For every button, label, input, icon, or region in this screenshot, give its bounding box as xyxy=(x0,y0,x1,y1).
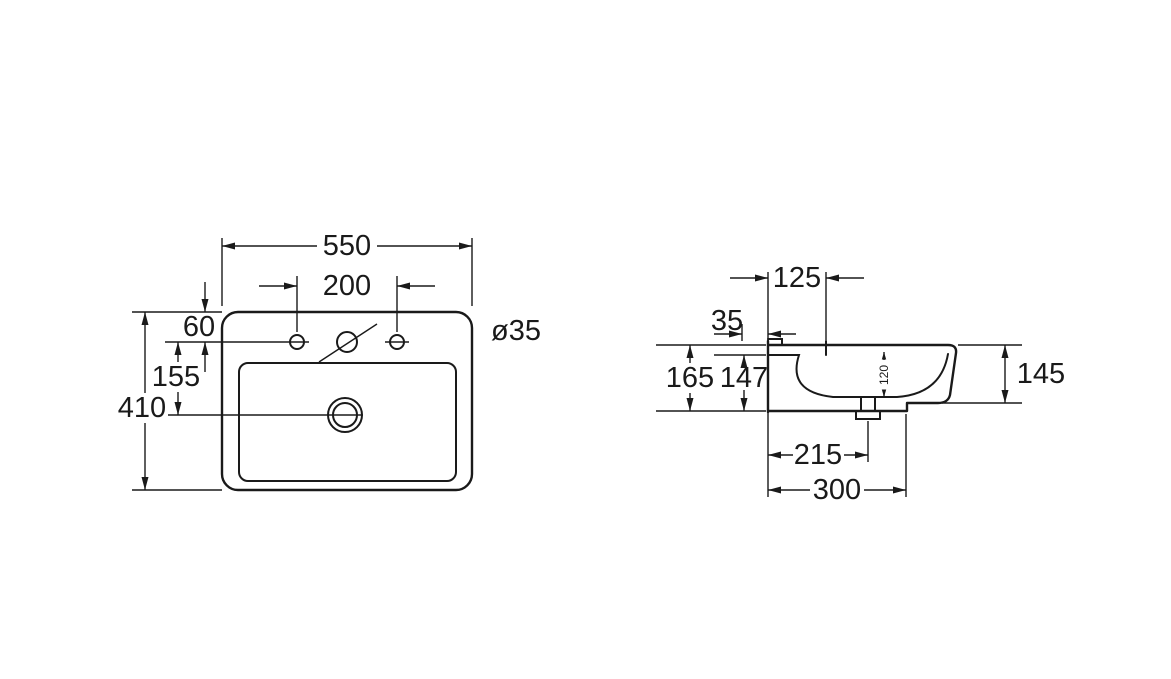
dim-rim-to-tap-holes: 60 xyxy=(183,282,215,372)
tap-hole-spacing-label: 200 xyxy=(323,270,371,302)
wall-to-drain-label: 215 xyxy=(794,439,842,471)
dim-inner-height: 147 xyxy=(720,355,768,411)
drain-outer xyxy=(327,397,363,433)
bowl-depth-label: 120 xyxy=(877,365,891,385)
overall-height-label: 410 xyxy=(118,392,166,424)
tap-hole-left xyxy=(289,334,305,350)
dim-overall-height: 410 xyxy=(118,312,166,490)
bowl-section-line xyxy=(767,353,949,398)
dim-wall-to-drain: 215 xyxy=(768,421,869,471)
dim-tap-holes-to-drain: 155 xyxy=(152,342,200,415)
tap-hole-center xyxy=(336,331,358,353)
wall-to-front-base-label: 300 xyxy=(813,474,861,506)
inner-height-label: 147 xyxy=(720,362,768,394)
basin-bowl-outline xyxy=(238,362,457,482)
fixing-distance-label: 35 xyxy=(711,305,743,337)
front-view: 550 200 60 155 410 xyxy=(118,230,541,492)
dim-fixing-distance: 35 xyxy=(711,305,796,341)
tap-holes-to-drain-label: 155 xyxy=(152,361,200,393)
front-height-label: 145 xyxy=(1017,358,1065,390)
tap-hole-diameter-label: ø35 xyxy=(491,315,541,347)
drain-inner xyxy=(332,402,358,428)
side-view: 125 35 165 147 xyxy=(656,262,1065,506)
wall-to-tap-hole-label: 125 xyxy=(773,262,821,294)
mounting-tab xyxy=(767,338,783,346)
dim-back-height: 165 xyxy=(666,345,714,411)
tap-hole-slash xyxy=(318,323,378,363)
drain-outlet-stub xyxy=(855,410,881,420)
back-height-label: 165 xyxy=(666,362,714,394)
rim-to-tap-holes-label: 60 xyxy=(183,311,215,343)
dim-bowl-depth: 120 xyxy=(877,352,891,397)
dim-overall-width: 550 xyxy=(221,230,473,306)
basin-outline xyxy=(220,310,474,492)
dim-wall-to-tap-hole: 125 xyxy=(730,262,864,340)
dim-front-height: 145 xyxy=(942,344,1065,404)
dim-tap-hole-spacing: 200 xyxy=(259,270,435,332)
tap-hole-right xyxy=(389,334,405,350)
side-profile-outline xyxy=(766,343,958,413)
dim-wall-to-front-base: 300 xyxy=(768,414,907,506)
overall-width-label: 550 xyxy=(323,230,371,262)
